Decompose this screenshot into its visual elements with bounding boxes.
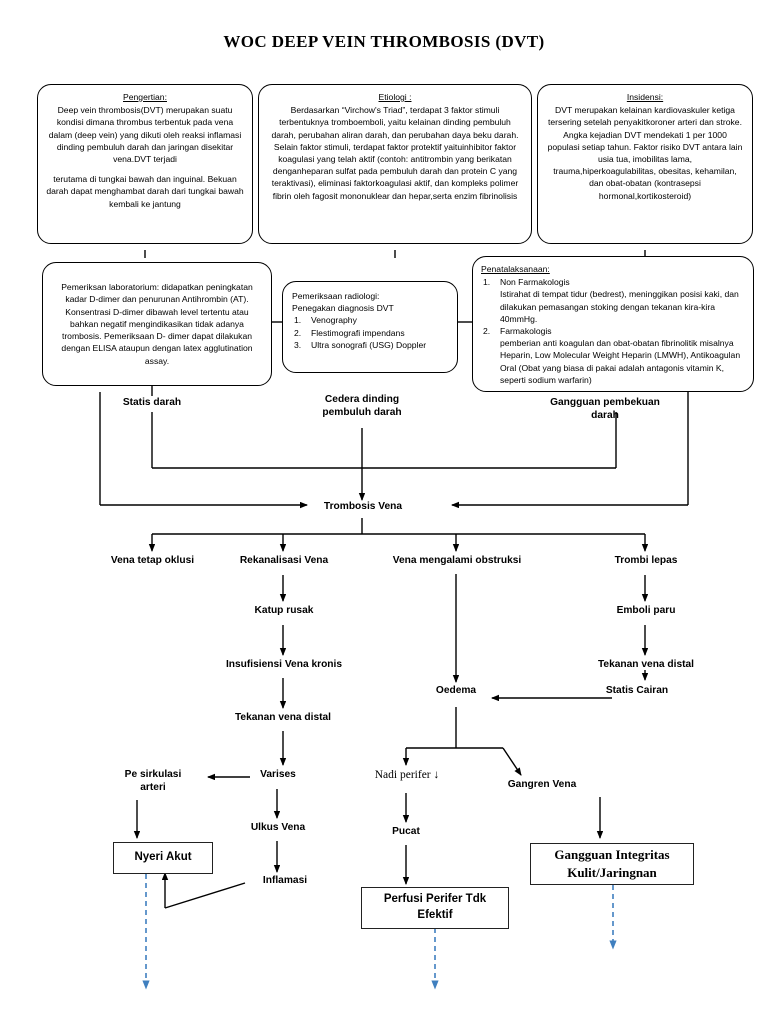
- flow-label-cedera-dinding: Cedera dinding pembuluh darah: [322, 394, 402, 419]
- etiologi-heading: Etiologi :: [378, 92, 412, 102]
- flow-label-insufisiensi-vena-kronis: Insufisiensi Vena kronis: [225, 659, 343, 670]
- diagnosis-box-nyeri-akut: Nyeri Akut: [113, 842, 213, 874]
- flow-label-gangren-vena: Gangren Vena: [507, 779, 577, 790]
- radiologi-item: 3. Ultra sonografi (USG) Doppler: [294, 339, 427, 350]
- flow-label-ulkus-vena: Ulkus Vena: [250, 822, 306, 833]
- pengertian-paragraph-1: Deep vein thrombosis(DVT) merupakan suat…: [48, 105, 242, 165]
- radiologi-list: 1. Venography 2. Flestimografi impendans…: [292, 314, 448, 351]
- flow-label-inflamasi: Inflamasi: [262, 875, 308, 886]
- flow-label-rekanalisasi-vena: Rekanalisasi Vena: [239, 555, 329, 566]
- info-box-penatalaksanaan: Penatalaksanaan: 1. Non Farmakologis Ist…: [472, 256, 754, 392]
- radiologi-line-2: Penegakan diagnosis DVT: [292, 303, 394, 314]
- flow-label-vena-tetap-oklusi: Vena tetap oklusi: [110, 555, 195, 566]
- flow-label-pucat: Pucat: [392, 826, 420, 837]
- flow-label-vena-obstruksi: Vena mengalami obstruksi: [392, 555, 522, 566]
- radiologi-item: 1. Venography: [294, 315, 357, 326]
- pengertian-paragraph-2: terutama di tungkai bawah dan inguinal. …: [46, 174, 244, 209]
- diagnosis-box-perfusi-perifer: Perfusi Perifer Tdk Efektif: [361, 887, 509, 929]
- diagnosis-box-gangguan-integritas: Gangguan Integritas Kulit/Jaringnan: [530, 843, 694, 885]
- pengertian-heading: Pengertian:: [123, 92, 167, 102]
- insidensi-heading: Insidensi:: [626, 92, 664, 102]
- flow-label-trombosis-vena: Trombosis Vena: [323, 501, 403, 512]
- laboratorium-paragraph: Pemeriksan laboratorium: didapatkan peni…: [61, 282, 253, 366]
- penatalaksanaan-item: 1. Non Farmakologis Istirahat di tempat …: [483, 277, 739, 324]
- radiologi-item: 2. Flestimografi impendans: [294, 327, 405, 338]
- flow-label-statis-cairan: Statis Cairan: [605, 685, 669, 696]
- flow-label-katup-rusak: Katup rusak: [254, 605, 314, 616]
- etiologi-paragraph: Berdasarkan “Virchow's Triad”, terdapat …: [271, 105, 519, 201]
- radiologi-line-1: Pemeriksaan radiologi:: [292, 291, 380, 301]
- flow-label-pe-sirkulasi-arteri: Pe sirkulasi arteri: [124, 769, 182, 794]
- info-box-pengertian: Pengertian: Deep vein thrombosis(DVT) me…: [37, 84, 253, 244]
- info-box-radiologi: Pemeriksaan radiologi: Penegakan diagnos…: [282, 281, 458, 373]
- info-box-etiologi: Etiologi : Berdasarkan “Virchow's Triad”…: [258, 84, 532, 244]
- penatalaksanaan-list: 1. Non Farmakologis Istirahat di tempat …: [481, 276, 745, 386]
- flow-label-tekanan-vena-distal-left: Tekanan vena distal: [234, 712, 332, 723]
- flow-label-trombi-lepas: Trombi lepas: [614, 555, 678, 566]
- flow-label-statis-darah: Statis darah: [122, 397, 182, 408]
- flow-label-tekanan-vena-distal-right: Tekanan vena distal: [597, 659, 695, 670]
- info-box-laboratorium: Pemeriksan laboratorium: didapatkan peni…: [42, 262, 272, 386]
- penatalaksanaan-item: 2. Farmakologis pemberian anti koagulan …: [483, 326, 741, 385]
- page-title: WOC DEEP VEIN THROMBOSIS (DVT): [223, 32, 545, 51]
- flow-label-gangguan-pembekuan: Gangguan pembekuan darah: [550, 397, 660, 422]
- flow-label-oedema: Oedema: [435, 685, 477, 696]
- flow-label-emboli-paru: Emboli paru: [616, 605, 676, 616]
- info-box-insidensi: Insidensi: DVT merupakan kelainan kardio…: [537, 84, 753, 244]
- penatalaksanaan-heading: Penatalaksanaan:: [481, 264, 550, 274]
- insidensi-paragraph: DVT merupakan kelainan kardiovaskuler ke…: [547, 105, 743, 201]
- flow-label-varises: Varises: [260, 769, 296, 780]
- flow-label-nadi-perifer: Nadi perifer ↓: [374, 769, 440, 781]
